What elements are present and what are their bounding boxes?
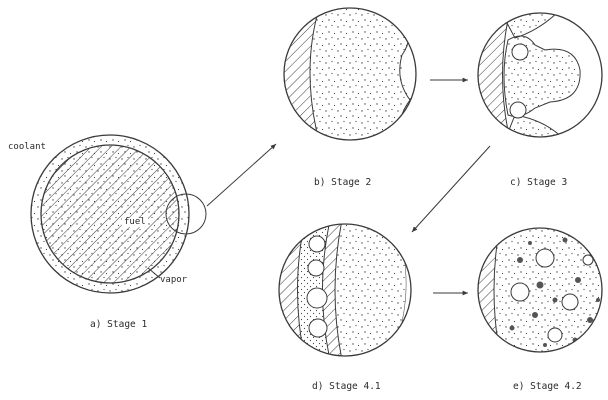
coolant-label: coolant xyxy=(8,143,46,152)
arrow-stage1-to-stage2 xyxy=(207,144,276,206)
stage-1-caption: a) Stage 1 xyxy=(90,320,147,330)
stage-4-2-figure xyxy=(475,225,605,355)
stage-1-figure xyxy=(31,135,206,293)
stage-3-caption: c) Stage 3 xyxy=(510,178,567,188)
stage-4-1-caption: d) Stage 4.1 xyxy=(312,382,381,392)
vapor-label: vapor xyxy=(160,276,187,285)
stage-4-2-caption: e) Stage 4.2 xyxy=(513,382,582,392)
stage-2-caption: b) Stage 2 xyxy=(314,178,371,188)
stage-4-1-figure xyxy=(275,220,415,360)
fuel-label: fuel xyxy=(122,218,148,227)
stage-3-figure xyxy=(475,10,605,140)
stage-1-fuel-core xyxy=(41,145,179,283)
arrow-stage3-to-stage41 xyxy=(412,146,490,232)
stage-2-figure xyxy=(280,5,420,145)
